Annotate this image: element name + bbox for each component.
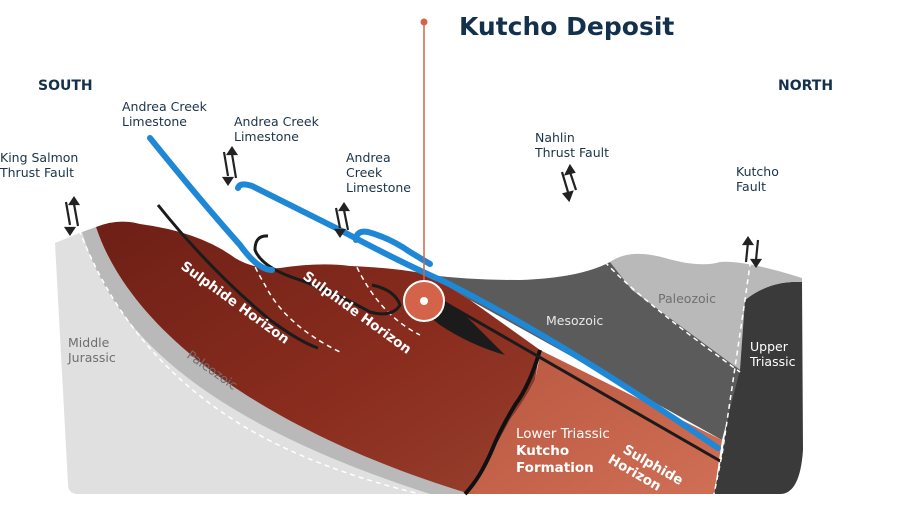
sulphide-horizon-fold-1 — [156, 204, 319, 350]
label-mesozoic: Mesozoic — [546, 313, 603, 328]
middle-jurassic-unit — [55, 232, 430, 494]
direction-north: NORTH — [778, 78, 833, 94]
andrea-creek-limestone-1 — [147, 135, 275, 273]
contact-line-formation — [463, 349, 542, 496]
kutcho-formation-lower — [420, 300, 722, 494]
label-andrea-creek-1: Andrea Creek Limestone — [122, 99, 211, 129]
label-middle-jurassic: Middle Jurassic — [67, 335, 116, 365]
nahlin-thrust-fault — [557, 195, 741, 373]
deposit-marker-top — [420, 18, 428, 26]
mesozoic-unit — [430, 262, 740, 440]
fault-line-3 — [341, 224, 421, 336]
direction-south: SOUTH — [38, 78, 93, 94]
fault-arrow-icon — [741, 236, 763, 268]
label-paleozoic-right: Paleozoic — [658, 291, 716, 306]
andrea-creek-limestone-2 — [235, 181, 721, 451]
kutcho-fault-line — [713, 207, 759, 495]
label-king-salmon: King Salmon Thrust Fault — [0, 150, 82, 180]
paleozoic-unit-right — [610, 253, 802, 370]
label-andrea-creek-3: Andrea Creek Limestone — [346, 150, 411, 195]
fault-line-2 — [231, 189, 341, 353]
contact-line-lower — [439, 298, 723, 464]
deposit-marker-icon — [403, 280, 445, 322]
king-salmon-thrust-fault — [69, 194, 421, 495]
fault-arrow-icon — [560, 163, 578, 203]
label-andrea-creek-2: Andrea Creek Limestone — [234, 114, 323, 144]
andrea-creek-limestone-3 — [353, 228, 433, 267]
label-kutcho-formation: Kutcho Formation — [516, 443, 594, 476]
label-kutcho-fault: Kutcho Fault — [736, 164, 783, 194]
fault-arrow-icon — [333, 202, 351, 238]
label-upper-triassic: Upper Triassic — [749, 339, 796, 369]
label-nahlin: Nahlin Thrust Fault — [534, 130, 609, 160]
label-lower-triassic: Lower Triassic — [516, 426, 610, 442]
diagram-title: Kutcho Deposit — [459, 12, 674, 41]
fault-arrow-icon — [221, 146, 239, 186]
fault-arrow-icon — [63, 196, 81, 236]
sulphide-horizon-fold-2 — [253, 234, 402, 316]
upper-triassic-unit — [714, 281, 803, 494]
